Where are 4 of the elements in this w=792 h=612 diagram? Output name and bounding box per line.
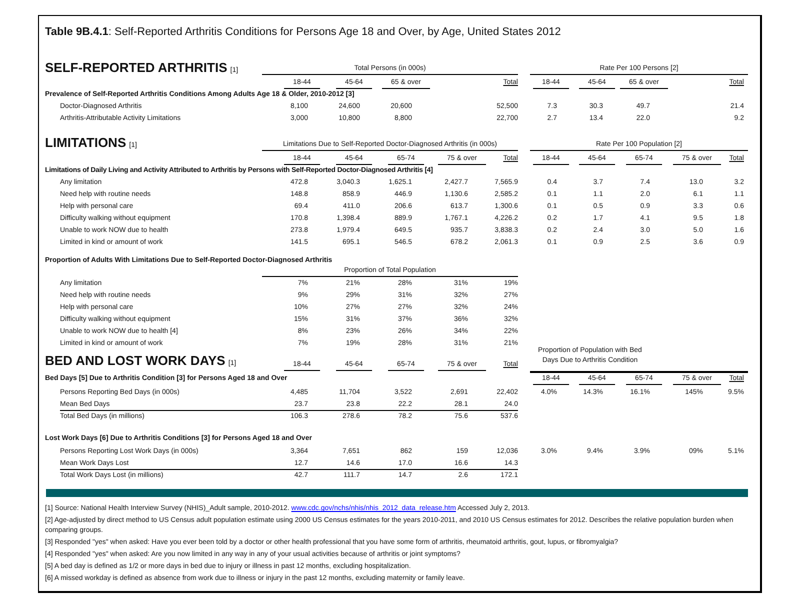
section-heading: BED AND LOST WORK DAYS [45, 353, 226, 368]
table-title: Table 9B.4.1: Self-Reported Arthritis Conditions for Persons Age 18 and Over, by Age, United States 2012 [45, 26, 561, 39]
section-heading: SELF-REPORTED ARTHRITIS [45, 60, 228, 75]
section-heading: LIMITATIONS [45, 135, 126, 150]
